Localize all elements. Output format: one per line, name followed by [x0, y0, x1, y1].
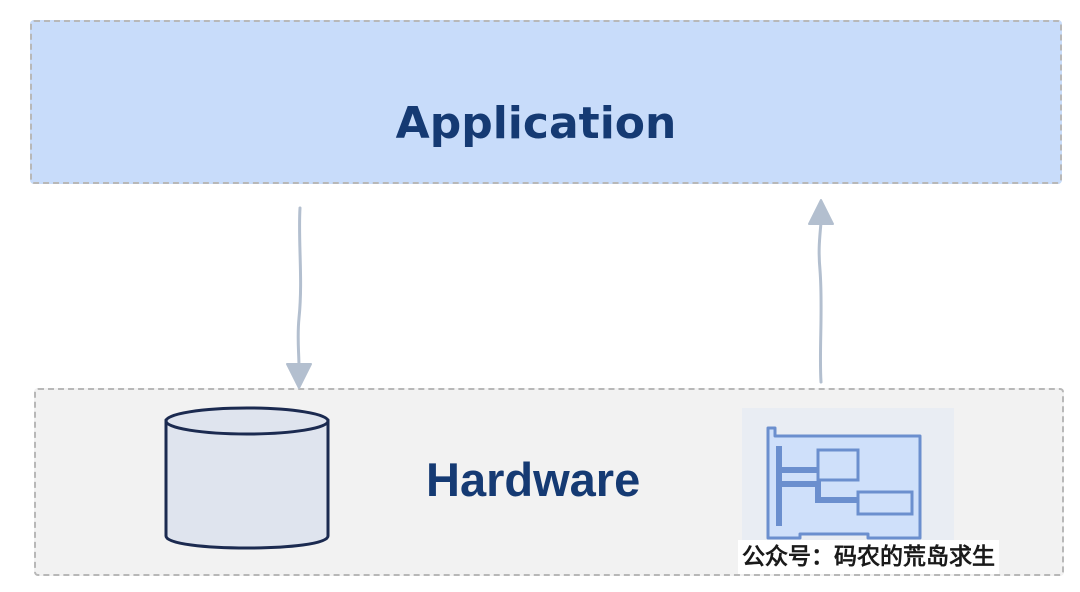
arrow-up-icon [808, 199, 834, 384]
arrow-down-icon [286, 206, 312, 389]
application-layer: Application [30, 20, 1062, 184]
watermark-text: 公众号：码农的荒岛求生 [738, 540, 999, 574]
disk-cylinder-icon [164, 406, 330, 550]
hardware-label: Hardware [426, 453, 641, 506]
network-card-icon [742, 408, 954, 560]
application-label: Application [395, 98, 677, 149]
